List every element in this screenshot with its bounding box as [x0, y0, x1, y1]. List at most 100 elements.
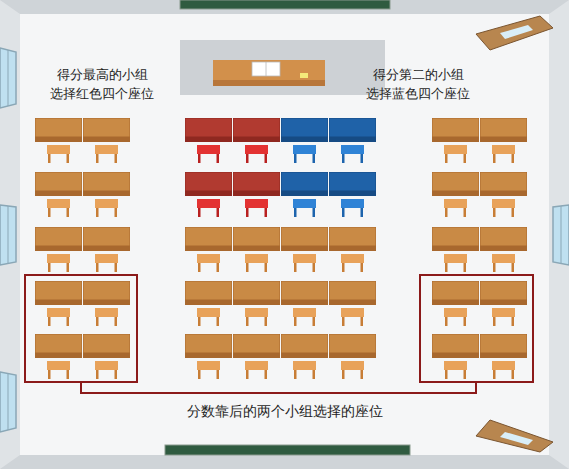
chair-leg — [464, 370, 467, 379]
window — [0, 372, 16, 432]
desk-top — [330, 228, 376, 246]
chair-leg — [313, 370, 316, 379]
chair-leg — [313, 154, 316, 163]
chair-leg — [265, 317, 268, 326]
chair-leg — [445, 263, 448, 272]
desk — [281, 334, 328, 358]
door — [476, 420, 553, 452]
chair-leg — [313, 208, 316, 217]
chair-seat — [444, 361, 467, 370]
chair-leg — [294, 208, 297, 217]
chair-leg — [493, 208, 496, 217]
chair-leg — [48, 263, 51, 272]
chair-leg — [67, 263, 70, 272]
chair-leg — [96, 317, 99, 326]
desk-top — [330, 173, 376, 191]
chair-leg — [115, 370, 118, 379]
desk-with-chair — [35, 334, 82, 379]
desk — [329, 281, 376, 305]
desk-with-chair — [480, 334, 527, 379]
desk-top — [433, 228, 479, 246]
chair-seat — [492, 308, 515, 317]
chair-seat — [293, 145, 316, 154]
desk-with-chair — [329, 281, 376, 326]
chair-leg — [246, 154, 249, 163]
desk-top — [84, 282, 130, 300]
chair-leg — [512, 317, 515, 326]
chair-leg — [464, 154, 467, 163]
desk — [480, 334, 527, 358]
chair-seat — [293, 199, 316, 208]
window-frame — [8, 206, 9, 264]
desk — [35, 281, 82, 305]
desk-top — [330, 282, 376, 300]
chair-leg — [342, 154, 345, 163]
book — [252, 62, 280, 76]
desk — [185, 281, 232, 305]
desk-with-chair — [185, 281, 232, 326]
chair-leg — [512, 208, 515, 217]
desk — [35, 172, 82, 196]
chair-seat — [245, 199, 268, 208]
chair-seat — [293, 361, 316, 370]
group-note: 得分最高的小组 选择红色四个座位 — [50, 66, 154, 104]
desk-with-chair — [281, 118, 328, 163]
blackboard — [180, 0, 390, 9]
chair-leg — [512, 154, 515, 163]
desk-with-chair — [233, 172, 280, 217]
desk-with-chair — [185, 172, 232, 217]
left-wall — [0, 0, 20, 469]
desk — [83, 334, 130, 358]
right-wall — [549, 0, 569, 469]
desk-top — [84, 173, 130, 191]
desk — [432, 227, 479, 251]
platform — [180, 40, 385, 95]
desk-with-chair — [329, 227, 376, 272]
desk-top — [234, 282, 280, 300]
desk-with-chair — [83, 281, 130, 326]
desk-with-chair — [281, 281, 328, 326]
chair-seat — [95, 199, 118, 208]
desk — [185, 227, 232, 251]
desk-with-chair — [233, 334, 280, 379]
desk-with-chair — [35, 281, 82, 326]
desk-top — [84, 228, 130, 246]
chair-seat — [341, 145, 364, 154]
chair-leg — [96, 208, 99, 217]
desk — [233, 172, 280, 196]
desk — [281, 172, 328, 196]
chair-leg — [445, 317, 448, 326]
desk-top — [234, 119, 280, 137]
desk-with-chair — [185, 118, 232, 163]
bracket — [81, 382, 476, 393]
desk-top — [282, 173, 328, 191]
desk-with-chair — [281, 172, 328, 217]
chair-leg — [67, 154, 70, 163]
blackboard — [165, 445, 410, 455]
window — [0, 205, 16, 265]
desk — [281, 118, 328, 142]
chair-leg — [445, 154, 448, 163]
chair-leg — [493, 317, 496, 326]
chair-leg — [96, 154, 99, 163]
desk — [432, 118, 479, 142]
chair-leg — [342, 370, 345, 379]
chair-seat — [444, 254, 467, 263]
desk-with-chair — [329, 118, 376, 163]
desk-top — [234, 173, 280, 191]
desk-top — [36, 173, 82, 191]
chair-leg — [512, 263, 515, 272]
chair-seat — [341, 199, 364, 208]
chair-leg — [198, 370, 201, 379]
chair-leg — [48, 370, 51, 379]
desk-top — [481, 119, 527, 137]
chair-leg — [246, 208, 249, 217]
chair-seat — [47, 199, 70, 208]
desk — [281, 227, 328, 251]
desk — [185, 118, 232, 142]
desk-with-chair — [432, 334, 479, 379]
desk-top — [84, 119, 130, 137]
desk-with-chair — [185, 227, 232, 272]
chair-seat — [197, 254, 220, 263]
